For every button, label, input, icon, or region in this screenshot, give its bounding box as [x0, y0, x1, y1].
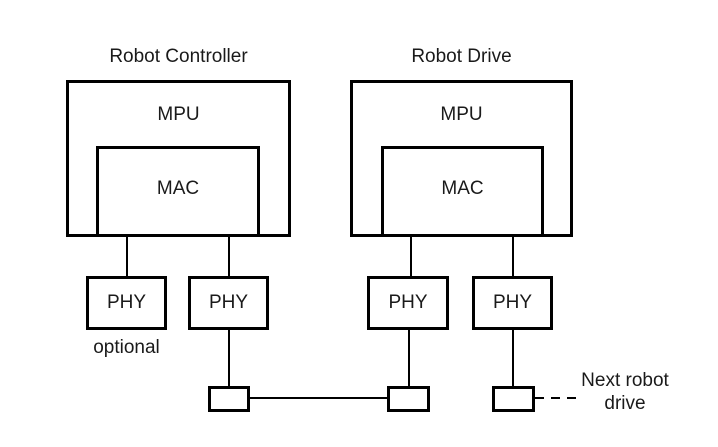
drive-phy-right-label: PHY — [492, 292, 533, 313]
controller-mac-phy-left-connector — [126, 237, 128, 276]
drive-mac-box: MAC — [381, 146, 544, 237]
drive-mac-label: MAC — [441, 178, 484, 199]
junction-box-controller — [208, 386, 250, 412]
drive-phy-left-box: PHY — [367, 276, 449, 330]
controller-phy-right-label: PHY — [208, 292, 249, 313]
controller-phy-left-label: PHY — [106, 292, 147, 313]
drive-phy-left-junction-connector — [408, 330, 410, 386]
controller-title: Robot Controller — [109, 46, 248, 67]
controller-phy-left-box: PHY — [86, 276, 167, 330]
controller-phy-junction-connector — [228, 330, 230, 386]
next-robot-drive-label: Next robot drive — [581, 370, 669, 414]
next-drive-dashed-line — [535, 397, 583, 399]
junction-box-drive-left — [387, 386, 430, 412]
controller-mac-box: MAC — [96, 146, 260, 237]
drive-phy-right-box: PHY — [472, 276, 553, 330]
drive-mac-phy-right-connector — [512, 237, 514, 276]
drive-phy-right-junction-connector — [512, 330, 514, 386]
controller-mac-label: MAC — [156, 178, 200, 199]
optional-label: optional — [93, 337, 160, 358]
drive-mac-phy-left-connector — [410, 237, 412, 276]
junction-cable-line — [250, 397, 388, 399]
drive-title: Robot Drive — [411, 46, 512, 67]
junction-box-drive-right — [492, 386, 535, 412]
drive-mpu-label: MPU — [440, 104, 483, 125]
controller-phy-right-box: PHY — [188, 276, 269, 330]
controller-mac-phy-right-connector — [228, 237, 230, 276]
controller-mpu-label: MPU — [157, 104, 200, 125]
drive-phy-left-label: PHY — [388, 292, 428, 313]
